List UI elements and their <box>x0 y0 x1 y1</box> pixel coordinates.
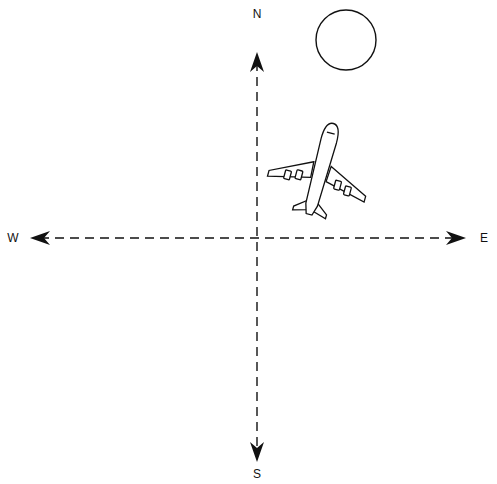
compass-direction-label: S <box>252 467 262 481</box>
engine <box>283 170 291 180</box>
right-wing <box>324 166 371 202</box>
compass-direction-label: N <box>252 7 263 21</box>
left-wing <box>267 151 314 187</box>
arrowhead <box>250 442 264 462</box>
engine <box>343 186 351 196</box>
arrowhead <box>250 52 264 72</box>
compass-axes <box>40 62 455 452</box>
sun-circle <box>316 10 376 70</box>
engine <box>295 170 303 180</box>
compass-direction-label: E <box>479 231 489 245</box>
arrowhead <box>446 231 466 245</box>
compass-direction-label: W <box>6 231 19 245</box>
engine <box>334 180 342 190</box>
cockpit-line <box>327 132 335 134</box>
fuselage <box>301 121 341 216</box>
arrowhead <box>30 231 50 245</box>
airplane-symbol <box>261 111 382 228</box>
west-east-axis <box>40 237 455 238</box>
north-south-axis <box>256 62 257 452</box>
axis-arrowheads <box>30 52 466 462</box>
